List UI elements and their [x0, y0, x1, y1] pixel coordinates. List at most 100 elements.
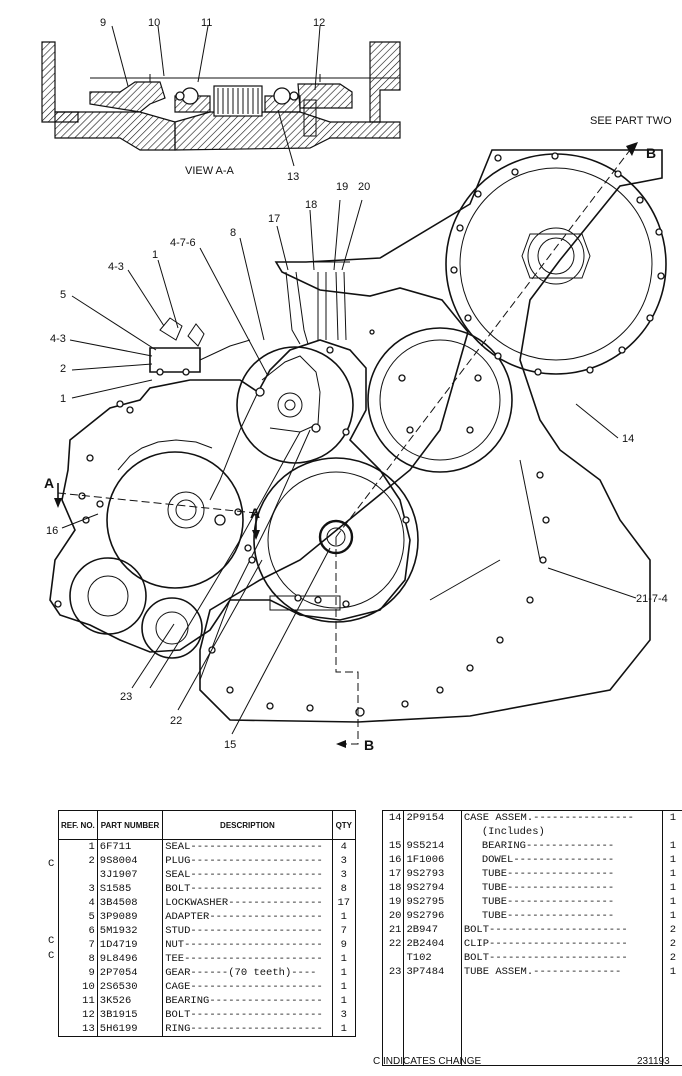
leader-dashes: ----	[291, 967, 317, 979]
view-callout-leaders	[111, 25, 321, 167]
table-row: 12 3B1915 BOLT--------------------- 3	[58, 1008, 356, 1022]
table-row: 6 5M1932 STUD--------------------- 7	[58, 924, 356, 938]
qty-cell: 1	[669, 840, 677, 852]
description-text: SEAL	[165, 869, 191, 881]
description-cell: RING---------------------	[162, 1022, 333, 1037]
qty-cell: 1	[669, 896, 677, 908]
leader-dashes: -----------------	[507, 910, 615, 922]
leader-dashes: ---------------------	[190, 925, 323, 937]
leader-dashes: ---------------------	[190, 1009, 323, 1021]
part-number-cell: S1585	[97, 882, 164, 896]
part-number-cell: 1D4719	[97, 938, 164, 952]
leader-dashes: ----------------------	[489, 924, 628, 936]
section-a-left: A	[44, 475, 54, 491]
description-cell: TUBE-----------------	[461, 867, 663, 881]
part-number-cell: 2P9154	[403, 810, 462, 825]
leader-dashes: ------------------	[209, 911, 323, 923]
description-text: STUD	[165, 925, 191, 937]
table-row: 11 3K526 BEARING------------------ 1	[58, 994, 356, 1008]
table-row: T102 BOLT---------------------- 2	[382, 951, 682, 965]
callout-18: 18	[305, 199, 317, 211]
leader-dashes: -----------------	[507, 868, 615, 880]
qty-cell: 8	[340, 883, 347, 895]
section-a-right: A	[250, 505, 260, 521]
qty-cell: 1	[669, 910, 677, 922]
ref-cell: 6	[58, 924, 98, 938]
qty-cell: 1	[669, 812, 677, 824]
table-row: 9 2P7054 GEAR------(70 teeth)---- 1	[58, 966, 356, 980]
description-text: GEAR	[165, 967, 191, 979]
qty-cell: 1	[340, 1023, 347, 1035]
callout-5: 5	[60, 289, 66, 301]
description-cell: (Includes)	[461, 825, 663, 839]
ref-cell: 8	[58, 952, 98, 966]
ref-cell: 14	[382, 810, 405, 825]
ref-cell: 17	[382, 867, 405, 881]
document-number: 231193	[637, 1056, 670, 1067]
qty-cell: 2	[669, 924, 677, 936]
part-number-cell: 3P9089	[97, 910, 164, 924]
part-number-cell: 6F711	[97, 839, 164, 854]
ref-cell: 23	[382, 965, 405, 979]
callout-1-top: 1	[152, 249, 158, 261]
ref-cell: 21	[382, 923, 405, 937]
description-note: (70 teeth)	[228, 967, 292, 979]
qty-cell: 2	[669, 952, 677, 964]
ref-cell: 18	[382, 881, 405, 895]
qty-cell: 1	[669, 882, 677, 894]
description-text: TUBE	[481, 910, 508, 922]
leader-dashes: ----------------	[533, 812, 634, 824]
table-row: (Includes)	[382, 825, 682, 839]
table-header-row: REF. NO. PART NUMBER DESCRIPTION QTY	[58, 810, 356, 840]
description-text: LOCKWASHER	[165, 897, 229, 909]
qty-cell: 9	[340, 939, 347, 951]
ref-cell: 7	[58, 938, 98, 952]
callout-10: 10	[148, 17, 160, 29]
description-cell: CASE ASSEM.----------------	[461, 810, 663, 825]
description-text: TUBE	[481, 896, 508, 908]
section-b-bottom: B	[364, 737, 374, 753]
header-qty: QTY	[332, 810, 356, 840]
leader-dashes: ----------------------	[489, 952, 628, 964]
leader-dashes: ------------------	[209, 995, 323, 1007]
callout-11: 11	[201, 17, 212, 29]
leader-dashes: ------	[190, 967, 229, 979]
description-cell: PLUG---------------------	[162, 854, 333, 868]
callout-17: 17	[268, 213, 280, 225]
description-text: BEARING	[165, 995, 210, 1007]
qty-cell: 4	[340, 841, 347, 853]
callout-2: 2	[60, 363, 66, 375]
qty-cell: 3	[340, 855, 347, 867]
leader-dashes: ---------------	[228, 897, 323, 909]
ref-cell: 11	[58, 994, 98, 1008]
ref-cell	[58, 868, 98, 882]
table-row: 22 2B2404 CLIP---------------------- 2	[382, 937, 682, 951]
ref-cell: 2	[58, 854, 98, 868]
section-b-top: B	[646, 145, 656, 161]
description-cell: CLIP----------------------	[461, 937, 663, 951]
ref-cell: 20	[382, 909, 405, 923]
description-text: TUBE	[481, 882, 508, 894]
part-number-cell: 2P7054	[97, 966, 164, 980]
ref-cell: 3	[58, 882, 98, 896]
part-number-cell: 9S2794	[403, 881, 462, 895]
table-row: 20 9S2796 TUBE----------------- 1	[382, 909, 682, 923]
part-number-cell: 9L8496	[97, 952, 164, 966]
qty-cell: 1	[669, 854, 677, 866]
case-assembly	[49, 149, 667, 723]
leader-dashes: ---------------------	[190, 841, 323, 853]
qty-cell: 1	[669, 966, 677, 978]
change-mark: C	[48, 935, 55, 947]
description-cell: STUD---------------------	[162, 924, 333, 938]
qty-cell: 1	[340, 995, 347, 1007]
part-number-cell: 9S2793	[403, 867, 462, 881]
callout-22: 22	[170, 715, 182, 727]
description-cell: BEARING------------------	[162, 994, 333, 1008]
ref-cell: 15	[382, 839, 405, 853]
ref-cell	[382, 951, 405, 965]
ref-cell: 16	[382, 853, 405, 867]
callout-1-left: 1	[60, 393, 66, 405]
leader-dashes: -----------------	[507, 896, 615, 908]
part-number-cell: 3K526	[97, 994, 164, 1008]
description-text: SEAL	[165, 841, 191, 853]
